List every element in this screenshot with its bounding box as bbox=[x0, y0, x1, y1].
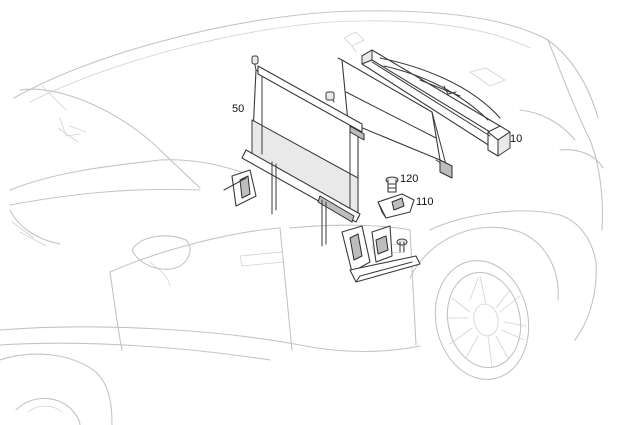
callout-110: 110 bbox=[416, 196, 434, 208]
lower-mounting-bracket bbox=[349, 225, 421, 283]
callout-50: 50 bbox=[232, 103, 245, 115]
part-50-partition-net bbox=[223, 55, 371, 273]
part-110-bracket bbox=[377, 193, 415, 219]
vehicle-outline bbox=[0, 10, 604, 425]
part-120-screw bbox=[385, 176, 399, 193]
rear-separation-net bbox=[325, 57, 453, 179]
part-10-cargo-cover bbox=[361, 49, 511, 157]
callout-120: 120 bbox=[400, 173, 419, 185]
callout-10: 10 bbox=[510, 133, 523, 145]
